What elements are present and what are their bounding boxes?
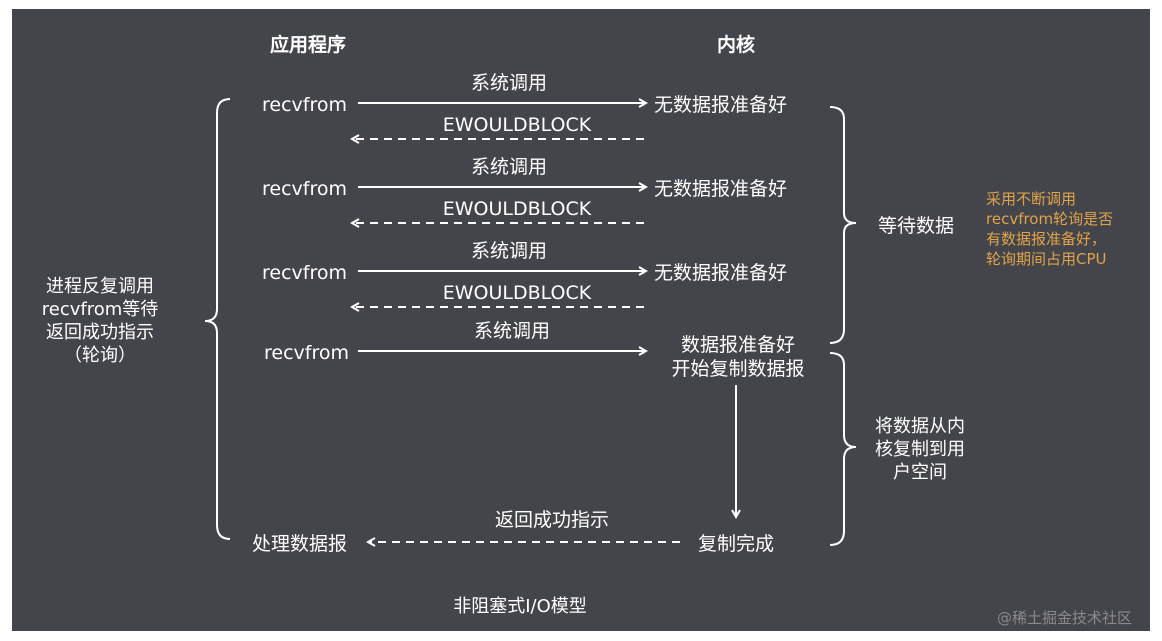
diagram-lines xyxy=(204,98,857,631)
watermark: @稀土掘金技术社区 xyxy=(996,609,1132,627)
copy-brace xyxy=(829,352,857,546)
ewouldblock-label: EWOULDBLOCK xyxy=(442,198,592,220)
copy-line: 核复制到用 xyxy=(875,439,965,460)
app-call-label: recvfrom xyxy=(264,342,349,364)
kernel-status-label: 无数据报准备好 xyxy=(654,178,788,200)
app-header: 应用程序 xyxy=(269,34,347,56)
kernel-status-label: 无数据报准备好 xyxy=(654,262,788,284)
polling-line: 进程反复调用 xyxy=(46,276,154,297)
process-datagram-label: 处理数据报 xyxy=(252,533,348,555)
copy-complete-label: 复制完成 xyxy=(697,533,775,555)
polling-line: （轮询） xyxy=(64,345,136,366)
note-line: 有数据报准备好， xyxy=(986,230,1107,248)
note-line: 轮询期间占用CPU xyxy=(986,250,1107,268)
syscall-label: 系统调用 xyxy=(473,320,551,342)
polling-explanation: 进程反复调用 recvfrom等待 返回成功指示 （轮询） xyxy=(42,275,159,367)
syscall-label: 系统调用 xyxy=(470,240,548,262)
diagram-panel: 应用程序 内核 recvfrom 系统调用 无数据报准备好 EWOULDBLOC… xyxy=(12,9,1150,631)
cpu-note: 采用不断调用 recvfrom轮询是否 有数据报准备好， 轮询期间占用CPU xyxy=(986,189,1113,269)
kernel-copy-start-label: 开始复制数据报 xyxy=(671,358,805,380)
syscall-label: 系统调用 xyxy=(470,72,548,94)
note-line: 采用不断调用 xyxy=(986,190,1077,208)
polling-line: recvfrom等待 xyxy=(41,299,159,320)
diagram-caption: 非阻塞式I/O模型 xyxy=(453,596,587,617)
wait-data-label: 等待数据 xyxy=(878,215,955,237)
app-call-label: recvfrom xyxy=(262,262,347,284)
app-call-label: recvfrom xyxy=(262,178,347,200)
note-line: recvfrom轮询是否 xyxy=(986,210,1114,228)
copy-line: 户空间 xyxy=(893,462,947,483)
copy-explanation: 将数据从内 核复制到用 户空间 xyxy=(875,415,965,484)
left-brace xyxy=(204,98,231,540)
success-indication-label: 返回成功指示 xyxy=(494,509,610,531)
copy-line: 将数据从内 xyxy=(875,416,965,437)
kernel-status-label: 无数据报准备好 xyxy=(654,94,788,116)
app-call-label: recvfrom xyxy=(262,94,347,116)
polling-line: 返回成功指示 xyxy=(46,322,154,343)
ewouldblock-label: EWOULDBLOCK xyxy=(442,114,592,136)
kernel-header: 内核 xyxy=(716,34,756,56)
ewouldblock-label: EWOULDBLOCK xyxy=(442,282,592,304)
kernel-ready-label: 数据报准备好 xyxy=(680,334,796,356)
syscall-label: 系统调用 xyxy=(470,156,548,178)
wait-brace xyxy=(829,106,857,344)
